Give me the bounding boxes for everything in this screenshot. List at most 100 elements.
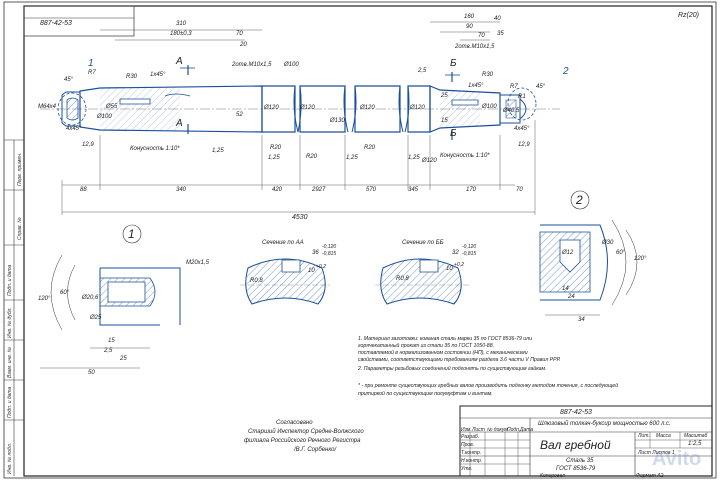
dim-top-20: 20 xyxy=(240,42,247,48)
callout-2-label: 2 xyxy=(563,66,569,77)
dim-top-35: 35 xyxy=(497,31,504,37)
angle-45-left: 45° xyxy=(64,77,74,83)
strip-label-podp-1: Подп. и дата xyxy=(7,264,13,296)
note-line-3: поставляемой в нормализованном состоянии… xyxy=(358,350,528,356)
small-dim-52: 52 xyxy=(236,112,243,118)
section-aa-radius: R0,8 xyxy=(250,278,263,284)
section-aa-view xyxy=(240,258,330,305)
detail-2-diam-12: Ø12 xyxy=(562,250,574,256)
radius-r30-left: R30 xyxy=(126,74,138,80)
approval-line-4: /В.Г. Сорбенко/ xyxy=(294,447,337,453)
note-line-7: * - при ремонте существующих гребных вал… xyxy=(358,383,619,389)
section-bb-view xyxy=(375,258,470,305)
taper-right-label: Конусность 1:10* xyxy=(440,153,490,159)
diam-100-b: Ø100 xyxy=(482,104,497,110)
surface-roughness-mark: Rz(20) xyxy=(678,12,700,19)
taper-left-label: Конусность 1:10* xyxy=(130,146,180,152)
section-bb-radius: R0,8 xyxy=(396,276,409,282)
detail-1-diam-25: Ø25 xyxy=(90,315,102,321)
left-stub-12-9: 12,9 xyxy=(82,142,94,148)
col-header-izm: Изм. xyxy=(461,427,472,433)
lit-header-mass: Масса xyxy=(656,433,671,439)
format-label: Формат А2 xyxy=(636,473,664,479)
dim-top-310: 310 xyxy=(176,21,187,27)
role-razrab: Разраб. xyxy=(461,434,480,440)
small-dim-2-5: 2,5 xyxy=(418,68,427,74)
scale-value: 1:2,5 xyxy=(688,441,702,447)
diam-120-d: Ø120 xyxy=(410,105,425,111)
chamfer-1x45-left: 1х45° xyxy=(150,72,166,78)
dim-bottom-340: 340 xyxy=(176,187,187,193)
approval-line-2: Старший Инспектор Средне-Волжского xyxy=(248,429,364,435)
diam-120-a: Ø120 xyxy=(264,105,279,111)
section-mark-b-top: Б xyxy=(450,58,457,69)
role-nkontr: Н.контр. xyxy=(461,458,483,464)
title-doc-number: 887-42-53 xyxy=(560,409,592,416)
title-block xyxy=(459,405,713,477)
dim-top-180: 180±0,3 xyxy=(170,31,192,37)
thread-left-label: 2отв.М10х1,5 xyxy=(232,62,272,68)
radius-r30-right: R30 xyxy=(482,72,494,78)
top-stamp-doc-number: 887-42-53 xyxy=(40,20,72,27)
detail-2-number: 2 xyxy=(576,193,583,207)
dim-top-70-right: 70 xyxy=(478,33,485,39)
detail-1-view xyxy=(40,224,181,369)
strip-label-sprav: Справ. № xyxy=(17,217,23,240)
dim-top-160: 160 xyxy=(464,14,475,20)
chamfer-4x45-right: 4х45° xyxy=(514,126,530,132)
detail-1-dim-25: 25 xyxy=(120,356,127,362)
angle-45-right: 45° xyxy=(536,84,546,90)
small-dim-1-25-b: 1,25 xyxy=(268,155,280,161)
role-tkontr: Т.контр. xyxy=(461,450,482,456)
strip-label-inv-dubl: Инв. № дубл. xyxy=(7,307,13,338)
sheet-row: Лист Листов 1 xyxy=(638,450,675,456)
dim-bottom-70: 70 xyxy=(516,187,523,193)
chamfer-4x45-left: 4х45° xyxy=(66,126,82,132)
diam-120-b: Ø120 xyxy=(300,105,315,111)
detail-1-diam-20-6: Ø20,6 xyxy=(82,295,99,301)
detail-1-thread: М20х1,5 xyxy=(186,260,210,266)
detail-1-number: 1 xyxy=(128,227,135,241)
diam-120-c: Ø120 xyxy=(360,105,375,111)
note-line-2: горячекатанный прокат из стали 35 по ГОС… xyxy=(358,343,495,349)
note-line-8: притиркой по существующим полумуфтам и в… xyxy=(358,391,493,397)
dim-bottom-345: 345 xyxy=(408,187,419,193)
radius-r20-a: R20 xyxy=(270,145,282,151)
section-bb-tol-lower: -0,815 xyxy=(462,251,477,257)
diam-130: Ø130 xyxy=(330,118,345,124)
copied-label: Копировал xyxy=(540,473,565,479)
section-mark-a-top: А xyxy=(176,56,183,67)
small-dim-1-25-c: 1,25 xyxy=(346,155,358,161)
detail-2-view xyxy=(539,190,638,316)
radius-r7-right: R7 xyxy=(510,84,518,90)
detail-1-dim-15: 15 xyxy=(108,338,115,344)
small-dim-15: 15 xyxy=(441,118,448,124)
col-header-podp: Подп. xyxy=(507,427,521,433)
col-header-date: Дата xyxy=(520,427,534,433)
strip-label-podp-2: Подп. и дата xyxy=(7,386,13,418)
detail-2-dim-24: 24 xyxy=(568,294,575,300)
title-part-name: Вал гребной xyxy=(540,438,611,452)
radius-r20-b: R20 xyxy=(306,154,318,160)
section-mark-a-bottom: А xyxy=(176,118,183,129)
diam-55: Ø55 xyxy=(106,104,118,110)
strip-label-inv-podl: Инв. № подл. xyxy=(7,442,13,474)
lit-header-lit: Лит. xyxy=(638,433,650,439)
approval-line-1: Согласовано xyxy=(276,420,313,426)
dim-bottom-420: 420 xyxy=(272,187,283,193)
overall-length-4530: 4530 xyxy=(292,214,308,221)
role-utv: Утв. xyxy=(461,466,473,472)
dim-top-40: 40 xyxy=(494,16,501,22)
dim-bottom-170: 170 xyxy=(466,187,477,193)
diam-100-top: Ø100 xyxy=(284,62,299,68)
col-header-docnum: № докум. xyxy=(487,427,510,433)
section-bb-depth-tol: +0,2 xyxy=(454,262,464,268)
radius-r7-left: R7 xyxy=(88,70,96,76)
main-shaft-view xyxy=(40,21,560,215)
small-dim-25: 25 xyxy=(441,93,448,99)
role-prov: Пров. xyxy=(461,442,475,448)
thread-right-label: 2отв.М10х1,5 xyxy=(455,44,495,50)
approval-line-3: филиала Российского Речного Регистра xyxy=(244,438,361,444)
detail-1-dim-50: 50 xyxy=(88,370,95,376)
